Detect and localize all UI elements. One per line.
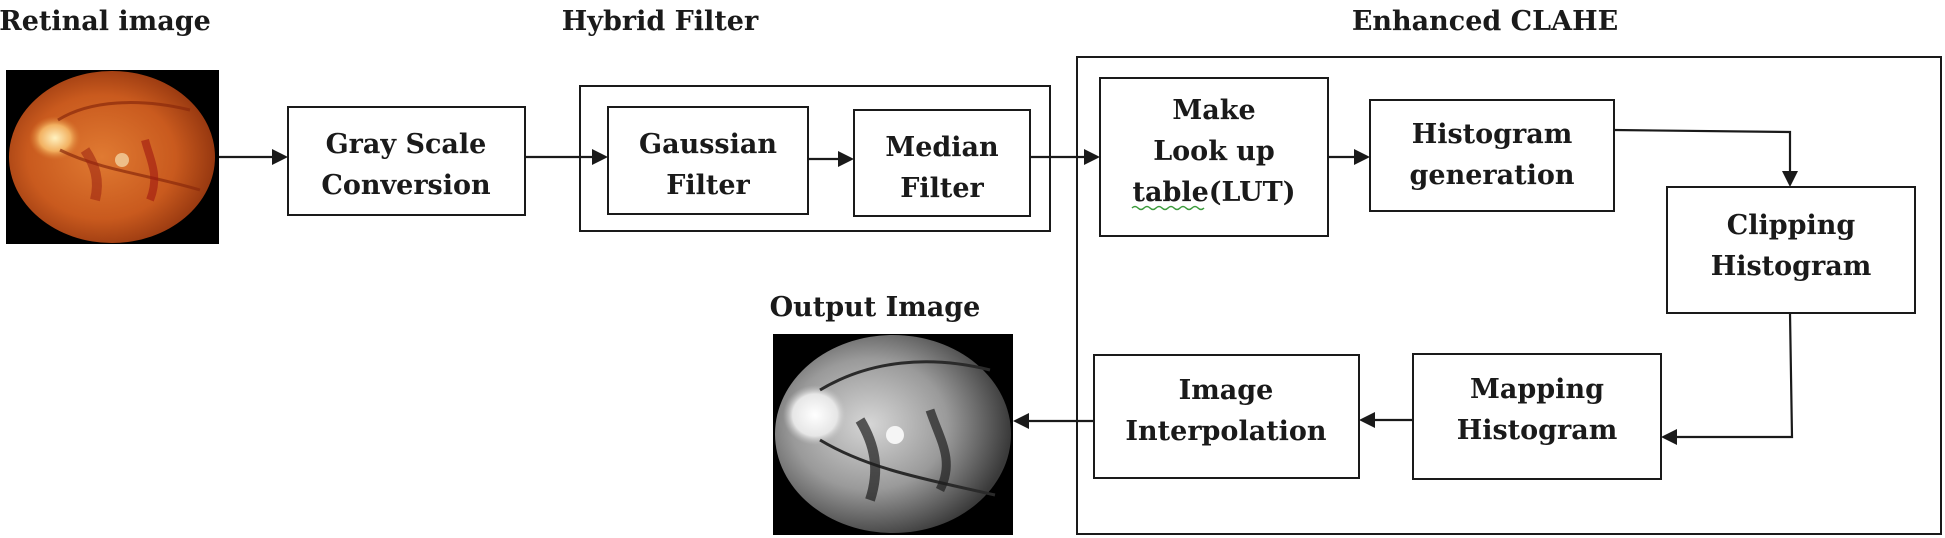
gray-line-1: Gray Scale: [326, 129, 487, 160]
title-output-image: Output Image: [770, 292, 981, 323]
make-lut-box: Make Look up table(LUT): [1099, 77, 1329, 237]
gray-line-2: Conversion: [321, 170, 491, 201]
title-enhanced-clahe: Enhanced CLAHE: [1352, 6, 1618, 37]
interp-line-2: Interpolation: [1125, 416, 1327, 447]
output-image: [773, 334, 1013, 535]
mapping-histogram-box: Mapping Histogram: [1412, 353, 1662, 480]
map-line-1: Mapping: [1470, 374, 1604, 405]
title-hybrid-filter: Hybrid Filter: [562, 6, 759, 37]
gaussian-line-1: Gaussian: [639, 129, 777, 160]
gaussian-filter-box: Gaussian Filter: [607, 106, 809, 215]
lut-line-3: table(LUT): [1133, 177, 1296, 208]
arrow-gaussian-to-median: [808, 151, 854, 167]
clip-line-2: Histogram: [1711, 251, 1872, 282]
lut-line-1: Make: [1172, 95, 1255, 126]
arrow-map-to-interp: [1359, 412, 1413, 428]
clip-line-1: Clipping: [1727, 210, 1856, 241]
enhanced-clahe-frame: [1076, 56, 1942, 535]
median-line-2: Filter: [900, 173, 984, 204]
median-line-1: Median: [885, 132, 999, 163]
arrow-retina-to-gray: [219, 149, 288, 165]
histogram-generation-box: Histogram generation: [1369, 99, 1615, 212]
median-filter-box: Median Filter: [853, 109, 1031, 217]
arrow-histgen-to-clip: [1613, 128, 1798, 187]
image-interpolation-box: Image Interpolation: [1093, 354, 1360, 479]
lut-line-2: Look up: [1153, 136, 1275, 167]
spellcheck-underline: [1131, 205, 1205, 211]
histgen-line-1: Histogram: [1412, 119, 1573, 150]
map-line-2: Histogram: [1457, 415, 1618, 446]
arrow-median-to-lut: [1030, 149, 1100, 165]
gaussian-line-2: Filter: [666, 170, 750, 201]
retinal-image: [6, 70, 219, 244]
arrow-clip-to-map: [1661, 312, 1794, 445]
gray-scale-conversion-box: Gray Scale Conversion: [287, 106, 526, 216]
interp-line-1: Image: [1179, 375, 1274, 406]
arrow-gray-to-gaussian: [525, 149, 608, 165]
title-retinal-image: Retinal image: [0, 6, 211, 37]
arrow-lut-to-histgen: [1328, 149, 1370, 165]
histgen-line-2: generation: [1410, 160, 1575, 191]
hybrid-filter-frame: [579, 85, 1051, 232]
arrow-interp-to-output: [1013, 413, 1094, 429]
clipping-histogram-box: Clipping Histogram: [1666, 186, 1916, 314]
